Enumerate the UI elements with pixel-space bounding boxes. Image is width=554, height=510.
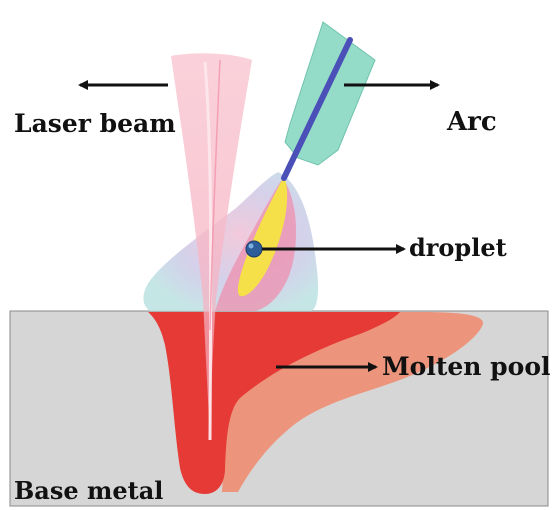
arc-label: Arc: [447, 107, 497, 137]
arc-core: [237, 176, 288, 297]
droplet-label: droplet: [409, 233, 507, 262]
laser-beam-highlight: [203, 61, 213, 441]
electrode-wire: [281, 37, 353, 181]
base-metal-label: Base metal: [14, 476, 164, 505]
molten-pool-label: Molten pool: [382, 352, 551, 381]
laser-beam-streak: [209, 59, 221, 331]
laser-beam-label: Laser beam: [14, 109, 176, 138]
welding-torch: [281, 21, 376, 181]
droplet-marker: [245, 240, 263, 258]
droplet-shine: [248, 243, 254, 249]
